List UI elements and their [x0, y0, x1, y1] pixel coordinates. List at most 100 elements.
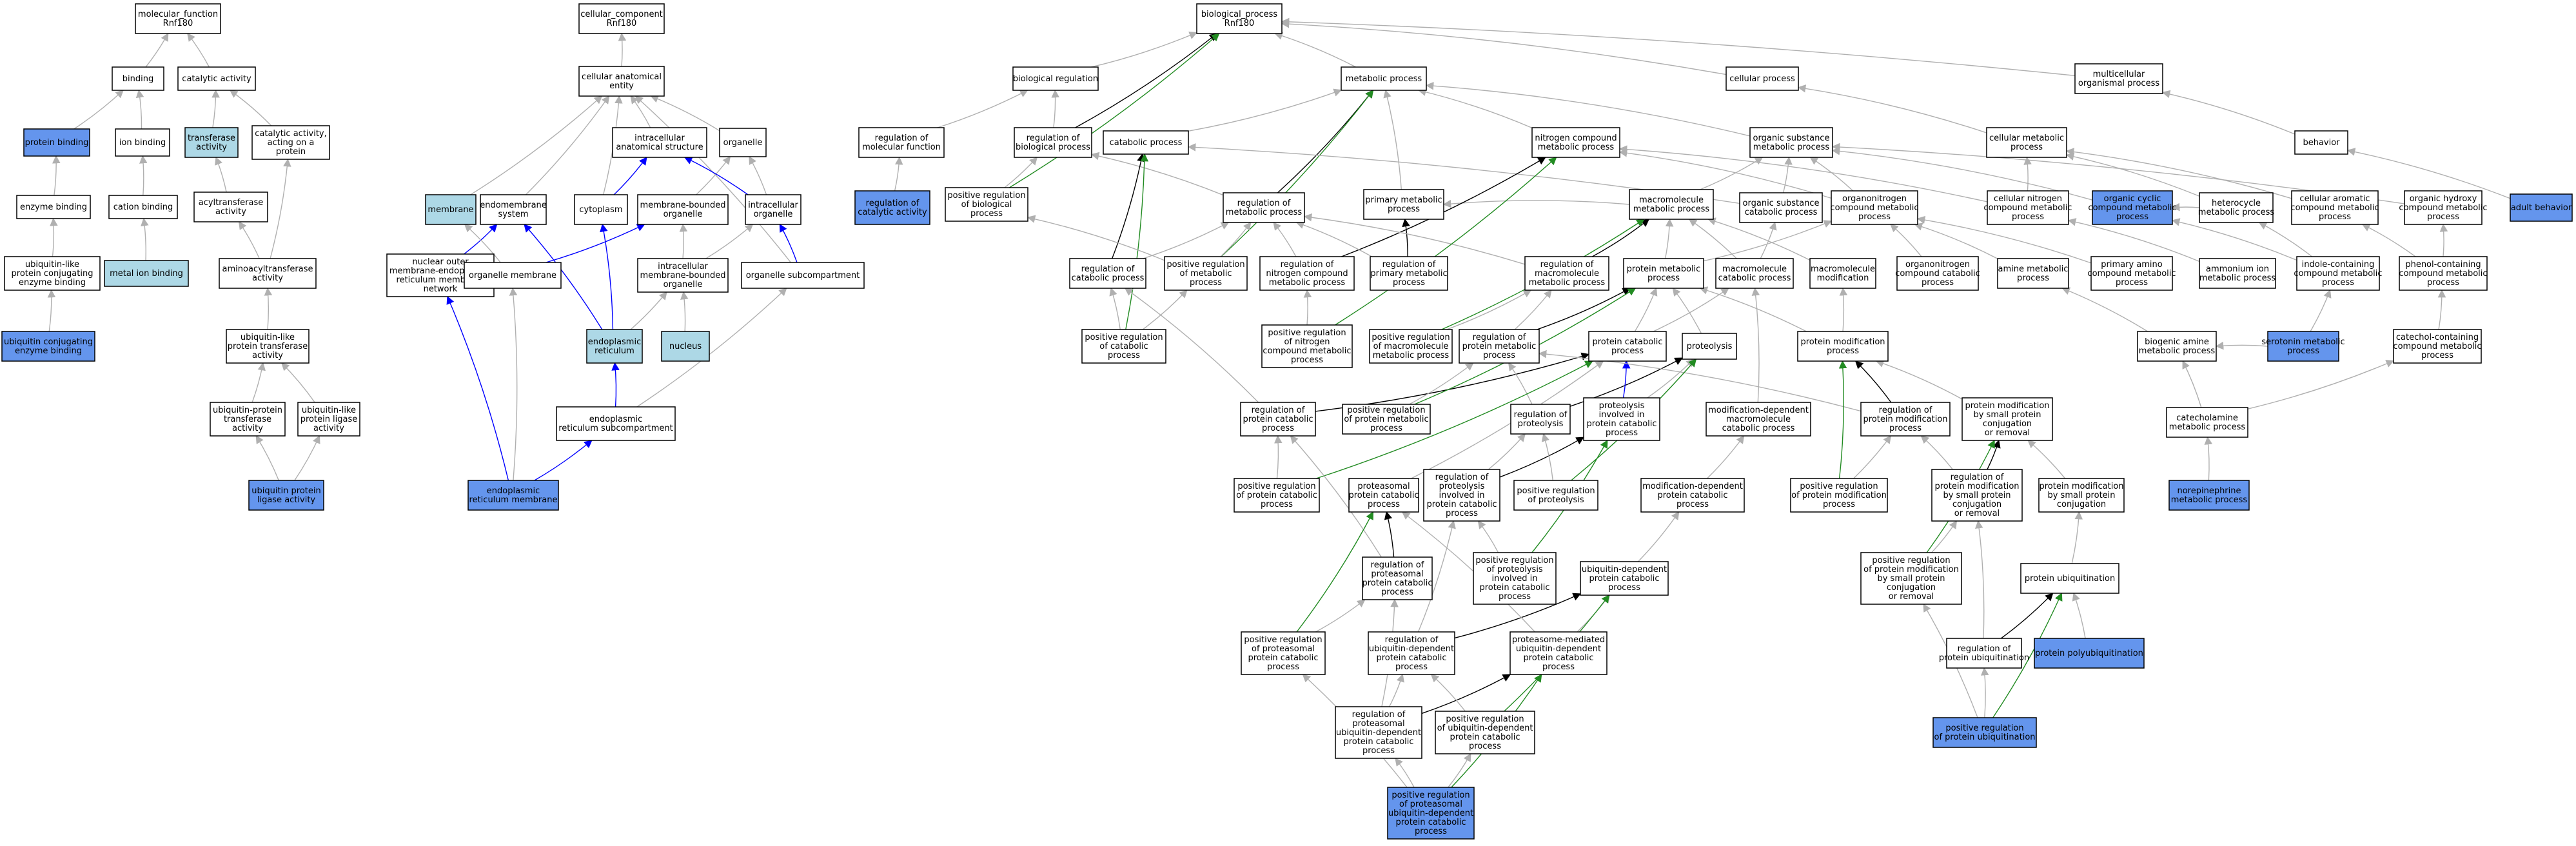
go-term-node-regproteasomalub[interactable]: regulation ofproteasomalubiquitin-depend… — [1335, 706, 1422, 759]
go-term-node-proteasomeub[interactable]: proteasome-mediatedubiquitin-dependentpr… — [1509, 631, 1608, 675]
go-term-node-regubdep[interactable]: regulation ofubiquitin-dependentprotein … — [1368, 631, 1455, 675]
go-term-node-protpolyubiq[interactable]: protein polyubiquitination — [2034, 638, 2145, 669]
go-term-node-bioreg[interactable]: biological regulation — [1012, 66, 1099, 91]
go-term-node-binding[interactable]: binding — [112, 66, 164, 91]
go-term-node-proteolysis[interactable]: proteolysis — [1682, 333, 1737, 360]
go-term-node-behavior[interactable]: behavior — [2294, 130, 2348, 155]
go-term-node-protbind[interactable]: protein binding — [23, 128, 90, 157]
go-term-node-protubiq[interactable]: protein ubiquitination — [2020, 563, 2119, 594]
go-term-node-cellproc[interactable]: cellular process — [1726, 66, 1799, 91]
go-term-node-organelle[interactable]: organelle — [719, 128, 767, 157]
go-term-node-cytoplasm[interactable]: cytoplasm — [574, 194, 628, 225]
go-term-node-metalion[interactable]: metal ion binding — [104, 260, 189, 287]
go-term-node-moddepmacro[interactable]: modification-dependentmacromoleculecatab… — [1706, 402, 1811, 437]
go-term-node-cationbind[interactable]: cation binding — [108, 195, 178, 219]
go-term-node-catact[interactable]: catalytic activity — [177, 66, 256, 91]
go-term-node-ionbind[interactable]: ion binding — [115, 128, 170, 157]
go-term-node-enzbind[interactable]: enzyme binding — [16, 195, 91, 219]
go-term-node-membrane[interactable]: membrane — [425, 194, 477, 225]
go-term-node-catab[interactable]: catabolic process — [1103, 130, 1189, 155]
go-term-node-orgmem[interactable]: organelle membrane — [464, 262, 562, 289]
go-term-node-metab[interactable]: metabolic process — [1341, 66, 1427, 91]
go-term-node-orgsub[interactable]: organelle subcompartment — [741, 262, 865, 289]
